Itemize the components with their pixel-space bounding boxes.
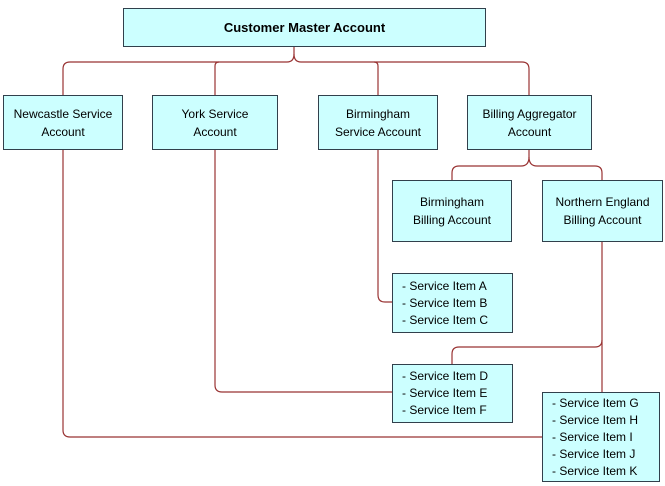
connector-newcastle-to-items-ghijk [62, 150, 542, 438]
node-label: Customer Master Account [223, 19, 386, 35]
connector-birmingham-service-to-items-abc [377, 150, 392, 303]
connector-cma-to-billing-aggregator [301, 61, 530, 95]
connector-cma-trunk-right [293, 53, 302, 63]
connector-cma-to-birmingham-service [373, 61, 379, 95]
node-york-service-account: York Service Account [152, 95, 278, 150]
connector-cma-trunk-left [286, 47, 295, 63]
service-item: - Service Item F [402, 403, 487, 417]
service-item: - Service Item E [402, 386, 488, 400]
node-service-items-def: - Service Item D - Service Item E - Serv… [392, 364, 513, 423]
connector-aggregator-to-northern-england-billing [537, 165, 603, 180]
node-newcastle-service-account: Newcastle Service Account [3, 95, 123, 150]
node-label: Birmingham [419, 195, 485, 209]
connector-aggregator-trunk-left [520, 150, 530, 167]
connector-aggregator-to-birmingham-billing [451, 165, 521, 180]
service-item: - Service Item H [552, 412, 639, 427]
service-item: - Service Item I [552, 429, 633, 444]
connector-york-to-items-def [214, 150, 392, 393]
node-service-items-ghijk: - Service Item G - Service Item H - Serv… [542, 392, 660, 482]
node-label: Billing Account [412, 213, 492, 227]
node-label: Newcastle Service [13, 106, 113, 121]
node-label: Billing Aggregator [482, 106, 577, 121]
connector-aggregator-trunk-right [528, 156, 538, 167]
service-item: - Service Item D [402, 369, 489, 383]
node-label: Northern England [555, 195, 650, 209]
node-label: Birmingham [345, 106, 411, 121]
node-birmingham-service-account: Birmingham Service Account [318, 95, 438, 150]
node-label: York Service [181, 106, 249, 121]
node-label: Account [41, 124, 85, 139]
service-item: - Service Item J [552, 446, 636, 461]
node-customer-master-account: Customer Master Account [123, 8, 486, 47]
connector-northern-england-to-items-def [451, 339, 603, 364]
node-northern-england-billing-account: Northern England Billing Account [542, 180, 663, 242]
service-item: - Service Item B [402, 295, 488, 310]
node-billing-aggregator-account: Billing Aggregator Account [467, 95, 592, 150]
connector-cma-to-york [214, 61, 220, 95]
node-birmingham-billing-account: Birmingham Billing Account [392, 180, 512, 242]
service-item: - Service Item A [402, 278, 487, 293]
connector-cma-to-newcastle [62, 61, 287, 95]
service-item: - Service Item G [552, 395, 639, 410]
node-label: Account [193, 124, 237, 139]
node-service-items-abc: - Service Item A - Service Item B - Serv… [392, 273, 513, 333]
service-item: - Service Item C [402, 312, 489, 327]
service-item: - Service Item K [552, 463, 638, 478]
node-label: Billing Account [563, 213, 642, 227]
node-label: Service Account [334, 124, 422, 139]
node-label: Account [507, 124, 552, 139]
